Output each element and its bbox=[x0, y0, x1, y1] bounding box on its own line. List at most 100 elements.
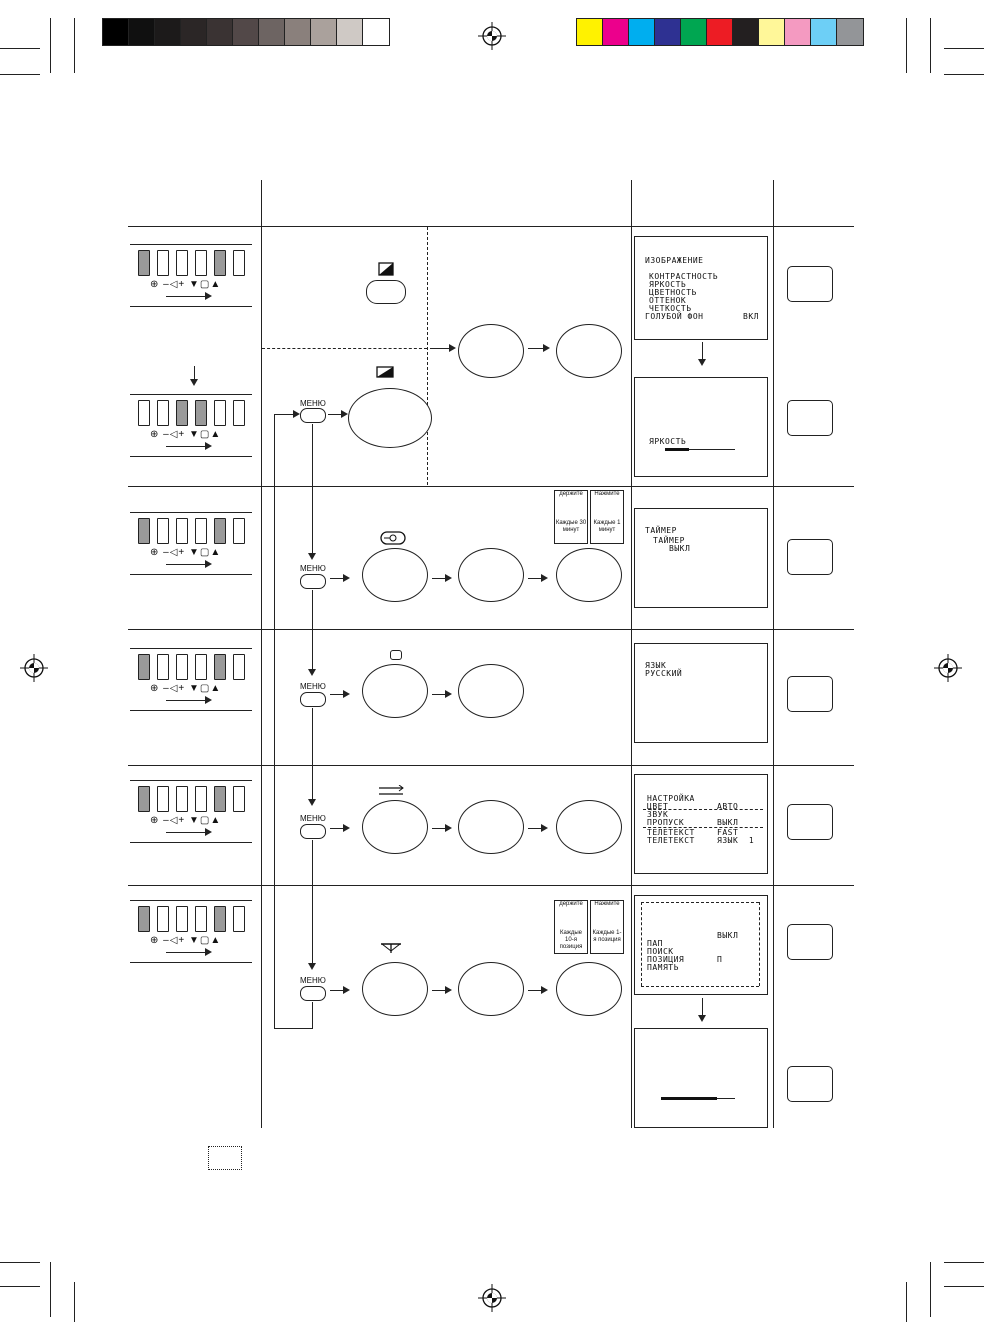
panel-key[interactable] bbox=[176, 400, 188, 426]
panel-key[interactable] bbox=[176, 906, 188, 932]
panel-key[interactable] bbox=[233, 400, 245, 426]
setup-icon bbox=[379, 785, 404, 795]
color-swatch bbox=[602, 18, 630, 46]
volume-dial[interactable] bbox=[348, 388, 432, 448]
panel-key[interactable] bbox=[233, 654, 245, 680]
panel-key-labels: ⊕ –◁+ ▼▢▲ bbox=[150, 279, 222, 290]
channel-dial[interactable] bbox=[458, 800, 524, 854]
color-swatch bbox=[232, 18, 260, 46]
panel-key-labels: ⊕ –◁+ ▼▢▲ bbox=[150, 429, 222, 440]
panel-key[interactable] bbox=[138, 786, 150, 812]
menu-button[interactable] bbox=[300, 574, 326, 589]
panel-key[interactable] bbox=[157, 518, 169, 544]
color-swatch bbox=[706, 18, 734, 46]
panel-key[interactable] bbox=[233, 906, 245, 932]
panel-key[interactable] bbox=[233, 250, 245, 276]
step-badge bbox=[787, 1066, 833, 1102]
timer-icon bbox=[380, 531, 406, 545]
panel-key[interactable] bbox=[214, 518, 226, 544]
front-panel-buttons: ⊕ –◁+ ▼▢▲ bbox=[130, 780, 252, 844]
panel-key[interactable] bbox=[233, 786, 245, 812]
volume-dial[interactable] bbox=[362, 800, 428, 854]
panel-key[interactable] bbox=[157, 654, 169, 680]
menu-label: МЕНЮ bbox=[300, 682, 326, 691]
menu-label: МЕНЮ bbox=[300, 976, 326, 985]
down-arrow-icon bbox=[188, 366, 200, 386]
step-badge bbox=[787, 539, 833, 575]
step-badge bbox=[787, 924, 833, 960]
volume-dial[interactable] bbox=[556, 324, 622, 378]
color-swatch bbox=[180, 18, 208, 46]
panel-key[interactable] bbox=[138, 400, 150, 426]
color-swatch bbox=[680, 18, 708, 46]
color-swatch bbox=[128, 18, 156, 46]
right-arrow-icon bbox=[528, 342, 550, 354]
menu-button[interactable] bbox=[300, 692, 326, 707]
down-arrow-icon bbox=[696, 998, 708, 1022]
color-swatch bbox=[362, 18, 390, 46]
panel-key[interactable] bbox=[195, 654, 207, 680]
front-panel-buttons: ⊕ –◁+ ▼▢▲ bbox=[130, 244, 252, 308]
color-swatch bbox=[284, 18, 312, 46]
menu-label: МЕНЮ bbox=[300, 564, 326, 573]
panel-key[interactable] bbox=[214, 654, 226, 680]
volume-dial[interactable] bbox=[556, 548, 622, 602]
color-swatch bbox=[732, 18, 760, 46]
panel-key[interactable] bbox=[233, 518, 245, 544]
panel-key[interactable] bbox=[138, 518, 150, 544]
menu-button[interactable] bbox=[300, 824, 326, 839]
color-swatch bbox=[836, 18, 864, 46]
panel-key[interactable] bbox=[157, 786, 169, 812]
step-badge bbox=[787, 400, 833, 436]
channel-dial[interactable] bbox=[458, 664, 524, 718]
volume-dial[interactable] bbox=[556, 962, 622, 1016]
volume-dial[interactable] bbox=[362, 962, 428, 1016]
front-panel-buttons: ⊕ –◁+ ▼▢▲ bbox=[130, 900, 252, 964]
panel-key[interactable] bbox=[157, 906, 169, 932]
panel-key[interactable] bbox=[214, 400, 226, 426]
panel-key[interactable] bbox=[214, 786, 226, 812]
panel-key[interactable] bbox=[176, 250, 188, 276]
registration-mark-icon bbox=[478, 1284, 506, 1312]
channel-dial[interactable] bbox=[458, 548, 524, 602]
right-arrow-icon bbox=[166, 290, 212, 302]
brightness-contrast-icon bbox=[376, 366, 394, 378]
menu-button[interactable] bbox=[300, 986, 326, 1001]
language-icon bbox=[390, 650, 402, 660]
volume-dial[interactable] bbox=[362, 548, 428, 602]
picture-button[interactable] bbox=[366, 280, 406, 304]
color-swatch bbox=[102, 18, 130, 46]
channel-dial[interactable] bbox=[458, 962, 524, 1016]
front-panel-buttons: ⊕ –◁+ ▼▢▲ bbox=[130, 394, 252, 458]
menu-label: МЕНЮ bbox=[300, 814, 326, 823]
panel-key[interactable] bbox=[195, 786, 207, 812]
panel-key[interactable] bbox=[195, 518, 207, 544]
color-swatch bbox=[576, 18, 604, 46]
panel-key[interactable] bbox=[176, 518, 188, 544]
channel-dial[interactable] bbox=[458, 324, 524, 378]
color-swatch bbox=[758, 18, 786, 46]
color-swatch bbox=[154, 18, 182, 46]
right-arrow-icon bbox=[166, 826, 212, 838]
panel-key[interactable] bbox=[176, 654, 188, 680]
panel-key[interactable] bbox=[214, 250, 226, 276]
panel-key[interactable] bbox=[138, 906, 150, 932]
panel-key[interactable] bbox=[138, 654, 150, 680]
registration-mark-icon bbox=[934, 654, 962, 682]
contrast-icon bbox=[378, 262, 394, 276]
menu-button[interactable] bbox=[300, 408, 326, 423]
panel-key[interactable] bbox=[214, 906, 226, 932]
panel-key[interactable] bbox=[195, 250, 207, 276]
panel-key[interactable] bbox=[157, 400, 169, 426]
volume-dial[interactable] bbox=[362, 664, 428, 718]
panel-key[interactable] bbox=[138, 250, 150, 276]
step-badge bbox=[787, 804, 833, 840]
volume-dial[interactable] bbox=[556, 800, 622, 854]
color-swatch bbox=[258, 18, 286, 46]
panel-key[interactable] bbox=[157, 250, 169, 276]
panel-key[interactable] bbox=[195, 906, 207, 932]
tuning-progress-screen bbox=[634, 1028, 768, 1128]
panel-key[interactable] bbox=[176, 786, 188, 812]
panel-key[interactable] bbox=[195, 400, 207, 426]
